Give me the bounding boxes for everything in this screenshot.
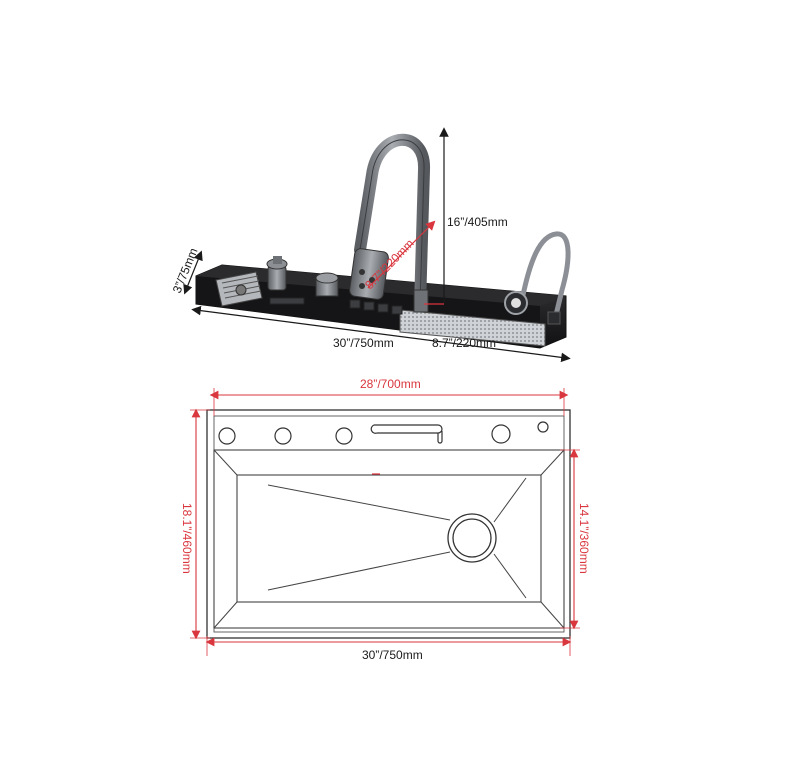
tap-hole-4 xyxy=(491,424,511,444)
control-knob xyxy=(315,272,339,297)
tap-hole-2 xyxy=(274,427,292,445)
inner-width-label: 28”/700mm xyxy=(360,377,421,391)
cup-washer xyxy=(215,271,263,307)
overall-depth-label: 18.1”/460mm xyxy=(180,503,194,574)
drain xyxy=(447,513,497,563)
overall-width-label: 30”/750mm xyxy=(362,648,423,662)
overflow-hole xyxy=(537,421,549,433)
waterfall-slot xyxy=(370,424,443,444)
height-label: 16”/405mm xyxy=(447,215,508,229)
tap-hole-3 xyxy=(335,427,353,445)
waterfall-width-label: 8.7”/220mm xyxy=(432,336,496,350)
spout-reach-dimension-line xyxy=(367,220,436,289)
bowl-depth-label: 14.1”/360mm xyxy=(577,503,591,574)
soap-dispenser xyxy=(266,256,288,291)
product-perspective-view: 16”/405mm 8.7”/220mm 3”/75mm 30”/750mm 8… xyxy=(170,127,571,363)
tap-hole-1 xyxy=(218,427,236,445)
sink-outer-rim xyxy=(206,409,571,639)
sink-inner-rim xyxy=(213,415,565,633)
sink-basin xyxy=(213,449,565,629)
sink-plan-view: 28”/700mm 18.1”/460mm 14.1”/360mm 30”/75… xyxy=(180,377,591,662)
deck-length-dimension-line xyxy=(191,305,571,363)
deck-length-label: 30”/750mm xyxy=(333,336,394,350)
deck-height-dimension-line xyxy=(183,250,203,295)
main-faucet xyxy=(349,133,430,313)
